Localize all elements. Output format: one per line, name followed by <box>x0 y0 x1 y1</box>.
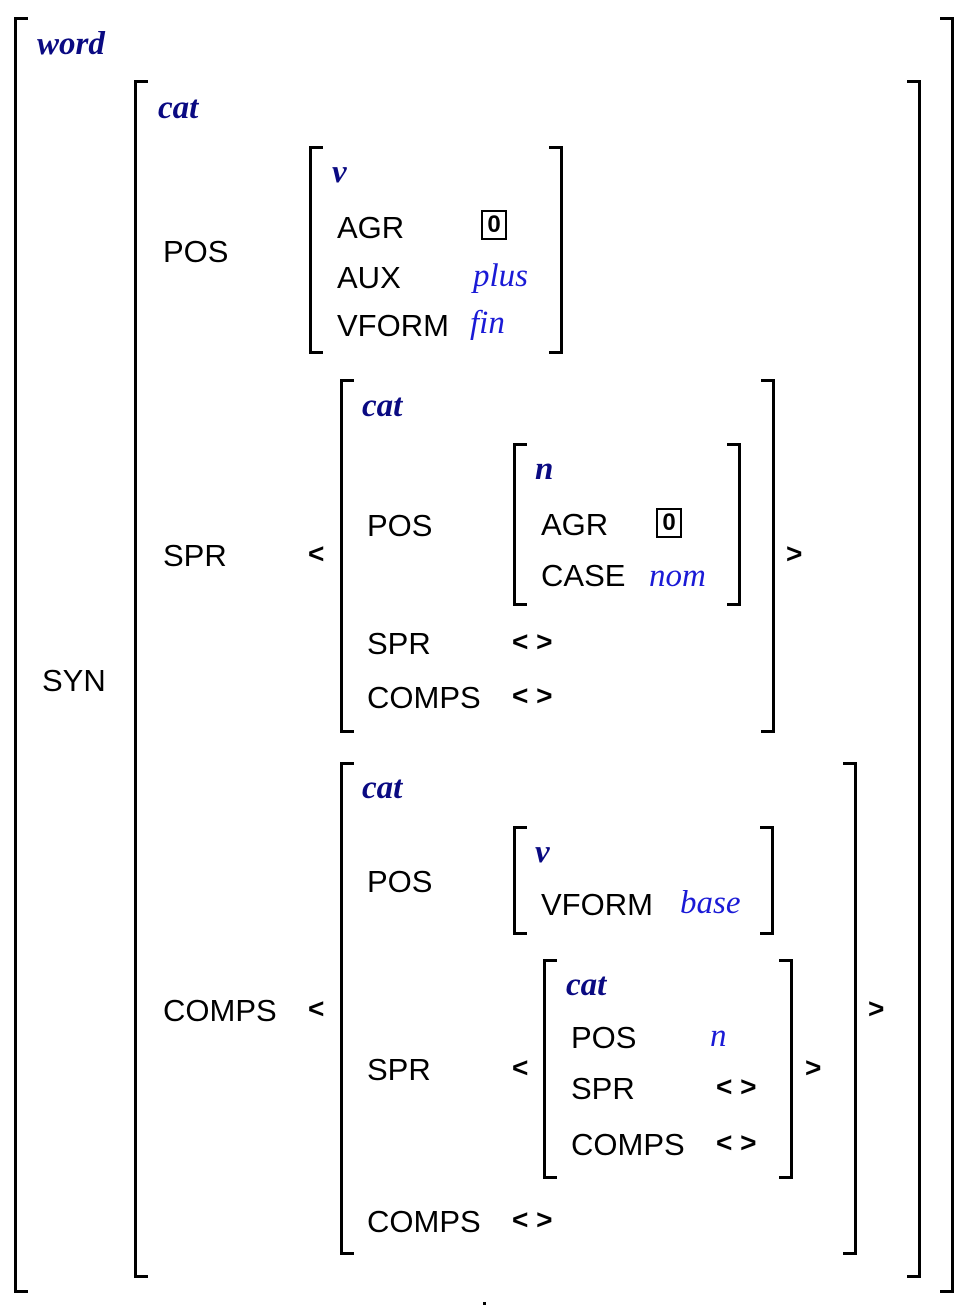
comps-close-angle: > <box>868 993 885 1024</box>
syn-left-bracket <box>134 80 148 1278</box>
comps-spr-spr-label: SPR <box>571 1071 635 1106</box>
spr-pos-case-value: nom <box>649 558 706 594</box>
pos-left-bracket <box>309 146 323 354</box>
comps-spr-pos-value: n <box>710 1018 727 1054</box>
pos-type: v <box>332 154 347 190</box>
syn-label: SYN <box>42 663 106 698</box>
syn-right-bracket <box>907 80 921 1278</box>
comps-right-bracket <box>843 762 857 1255</box>
spr-spr-value: < > <box>512 626 553 657</box>
comps-spr-spr-value: < > <box>716 1071 757 1102</box>
comps-open-angle: < <box>308 993 325 1024</box>
comps-spr-comps-value: < > <box>716 1127 757 1158</box>
comps-pos-vform-label: VFORM <box>541 887 653 922</box>
comps-pos-vform-value: base <box>680 885 741 921</box>
comps-pos-left-bracket <box>513 826 527 935</box>
comps-left-bracket <box>340 762 354 1255</box>
spr-close-angle: > <box>786 538 803 569</box>
comps-comps-value: < > <box>512 1204 553 1235</box>
syn-type: cat <box>158 90 199 126</box>
comps-comps-label: COMPS <box>367 1204 481 1239</box>
spr-right-bracket <box>761 379 775 733</box>
comps-pos-label: POS <box>367 864 433 899</box>
word-left-bracket <box>14 17 28 1293</box>
spr-left-bracket <box>340 379 354 733</box>
pos-vform-label: VFORM <box>337 308 449 343</box>
spr-pos-right-bracket <box>727 443 741 606</box>
spr-open-angle: < <box>308 538 325 569</box>
comps-type: cat <box>362 770 403 806</box>
pos-aux-value: plus <box>473 258 529 294</box>
pos-right-bracket <box>549 146 563 354</box>
pos-vform-value: fin <box>470 305 505 341</box>
comps-spr-pos-label: POS <box>571 1020 637 1055</box>
comps-pos-right-bracket <box>760 826 774 935</box>
spr-comps-value: < > <box>512 680 553 711</box>
pos-label: POS <box>163 234 229 269</box>
comps-spr-right-bracket <box>779 959 793 1179</box>
spr-comps-label: COMPS <box>367 680 481 715</box>
spr-spr-label: SPR <box>367 626 431 661</box>
pos-aux-label: AUX <box>337 260 401 295</box>
spr-pos-case-label: CASE <box>541 558 626 593</box>
spr-pos-agr-label: AGR <box>541 507 609 542</box>
comps-spr-close-angle: > <box>805 1052 822 1083</box>
comps-label: COMPS <box>163 993 277 1028</box>
comps-spr-comps-label: COMPS <box>571 1127 685 1162</box>
spr-pos-type: n <box>535 451 554 487</box>
comps-spr-label: SPR <box>367 1052 431 1087</box>
comps-spr-type: cat <box>566 967 607 1003</box>
spr-type: cat <box>362 388 403 424</box>
comps-spr-left-bracket <box>543 959 557 1179</box>
comps-spr-open-angle: < <box>512 1052 529 1083</box>
comps-pos-type: v <box>535 834 550 870</box>
spr-pos-agr-tag: 0 <box>656 508 682 538</box>
pos-agr-tag: 0 <box>481 210 507 240</box>
pos-agr-label: AGR <box>337 210 405 245</box>
spr-pos-label: POS <box>367 508 433 543</box>
word-type: word <box>37 26 105 62</box>
word-right-bracket <box>940 17 954 1293</box>
stray-dot <box>483 1302 486 1305</box>
spr-label: SPR <box>163 538 227 573</box>
spr-pos-left-bracket <box>513 443 527 606</box>
